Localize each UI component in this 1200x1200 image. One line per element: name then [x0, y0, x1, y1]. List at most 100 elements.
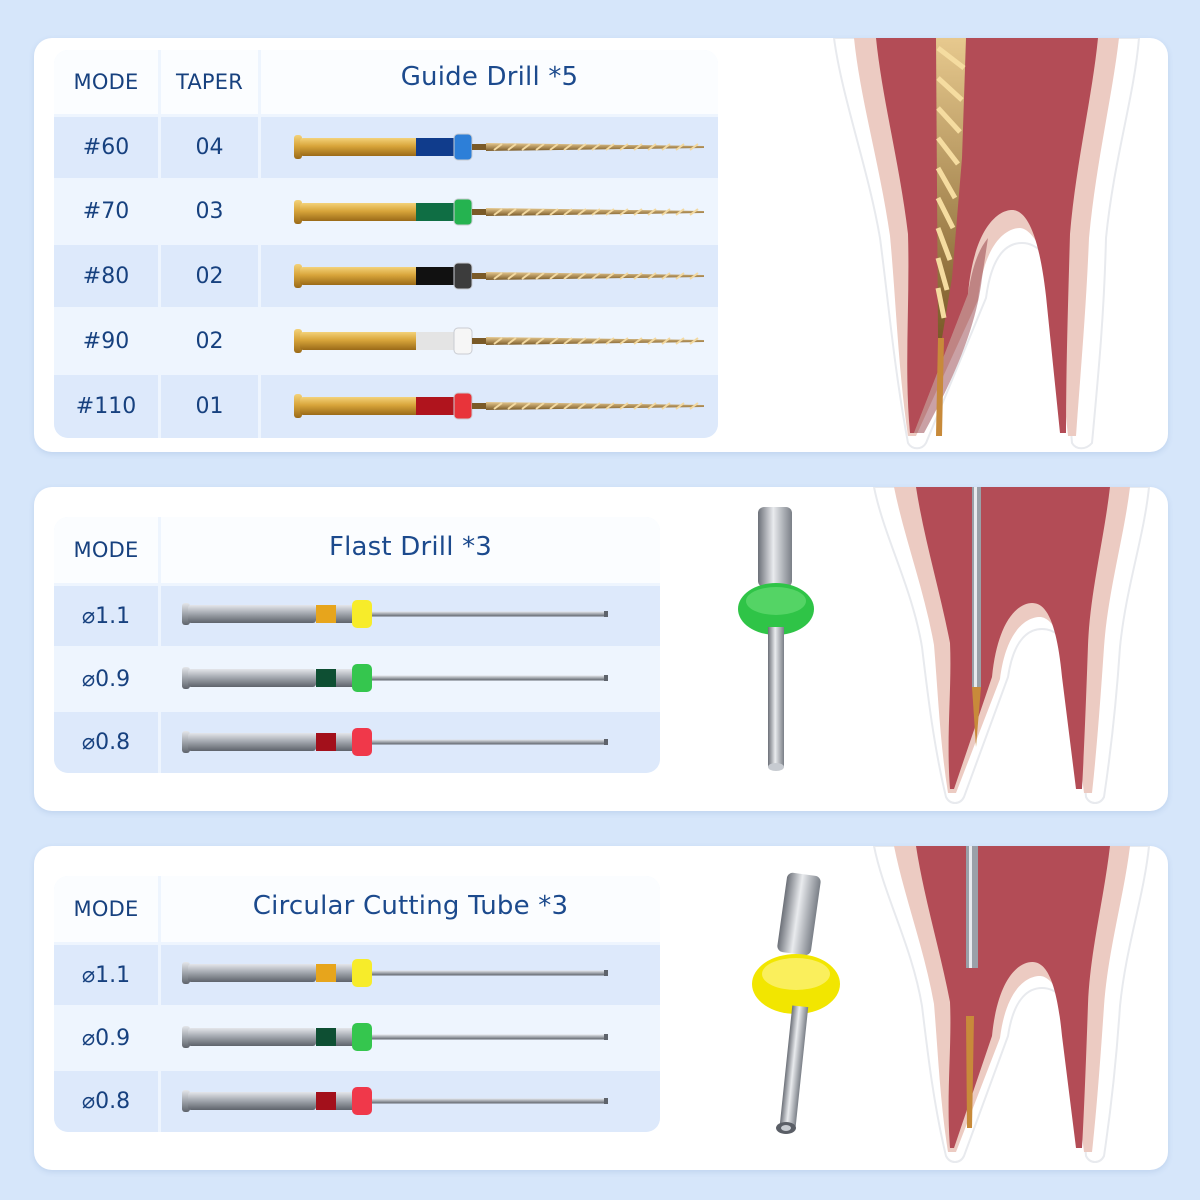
- file-flutes: [493, 272, 699, 280]
- taper-cell: 02: [161, 310, 258, 372]
- file-tip: [604, 1034, 608, 1040]
- mode-cell: ⌀0.8: [54, 1071, 158, 1132]
- file-handle: [300, 203, 420, 221]
- circular-cutting-tube-panel: MODE Circular Cutting Tube *3 ⌀1.1 ⌀0.9 …: [34, 846, 1168, 1170]
- mode-cell: ⌀0.9: [54, 1008, 158, 1068]
- file-tip: [604, 611, 608, 617]
- file-color-collar: [316, 1028, 336, 1046]
- flast-drill-title: Flast Drill *3: [161, 517, 660, 583]
- flast-drill-file: [182, 600, 608, 628]
- flast-drill-panel: MODE Flast Drill *3 ⌀1.1 ⌀0.9 ⌀0.8: [34, 487, 1168, 811]
- file-neck: [472, 403, 486, 409]
- mode-cell: ⌀1.1: [54, 945, 158, 1005]
- guide-drill-files: [294, 133, 704, 420]
- file-color-ring: [352, 1087, 372, 1115]
- mode-cell: #90: [54, 310, 158, 372]
- file-neck: [472, 273, 486, 279]
- guide-drill-title: Guide Drill *5: [261, 50, 718, 114]
- guide-drill-table: MODE TAPER Guide Drill *5 #60 04 #70 03 …: [54, 50, 718, 438]
- file-color-collar: [416, 267, 454, 285]
- mode-cell: ⌀0.9: [54, 649, 158, 709]
- guide-drill-file: [294, 327, 704, 355]
- file-flutes: [493, 337, 699, 345]
- flast-drill-closeup: [738, 507, 814, 771]
- flast-drill-file: [182, 664, 608, 692]
- file-color-collar: [316, 964, 336, 982]
- flast-drill-table: MODE Flast Drill *3 ⌀1.1 ⌀0.9 ⌀0.8: [54, 517, 660, 773]
- file-color-collar: [316, 733, 336, 751]
- cutting-tube-file: [182, 959, 608, 987]
- flast-drill-files: [182, 600, 608, 756]
- file-handle: [300, 138, 420, 156]
- file-shaft: [372, 1034, 608, 1040]
- file-shank: [336, 733, 352, 751]
- taper-cell: 04: [161, 117, 258, 178]
- file-color-ring: [453, 327, 473, 355]
- file-shank: [336, 669, 352, 687]
- file-color-ring: [453, 198, 473, 226]
- file-flutes: [493, 208, 699, 216]
- file-shaft: [372, 970, 608, 976]
- mode-header: MODE: [54, 876, 158, 942]
- file-shank: [336, 1028, 352, 1046]
- guide-drill-file: [294, 133, 704, 161]
- file-shaft: [372, 739, 608, 745]
- circular-cutting-tube-files: [182, 959, 608, 1115]
- file-handle: [188, 605, 316, 623]
- tooth-guide-drill-illustration: [832, 38, 1141, 450]
- file-color-collar: [316, 605, 336, 623]
- tooth-flast-drill-illustration: [872, 487, 1151, 804]
- file-neck: [472, 209, 486, 215]
- file-color-ring: [352, 728, 372, 756]
- cutting-tube-closeup: [752, 872, 840, 1134]
- file-shaft: [372, 675, 608, 681]
- file-color-collar: [416, 397, 454, 415]
- mode-cell: ⌀1.1: [54, 586, 158, 646]
- mode-cell: #110: [54, 375, 158, 438]
- file-shank: [336, 605, 352, 623]
- file-neck: [472, 144, 486, 150]
- file-shank: [336, 1092, 352, 1110]
- tooth-cutting-tube-illustration: [872, 846, 1151, 1163]
- file-color-collar: [416, 332, 454, 350]
- taper-cell: 02: [161, 245, 258, 307]
- file-handle: [188, 1092, 316, 1110]
- file-shaft: [372, 1098, 608, 1104]
- file-color-ring: [352, 664, 372, 692]
- file-color-ring: [453, 392, 473, 420]
- file-tip: [604, 739, 608, 745]
- mode-header: MODE: [54, 50, 158, 114]
- file-handle: [300, 267, 420, 285]
- mode-cell: #80: [54, 245, 158, 307]
- cutting-tube-file: [182, 1087, 608, 1115]
- file-flutes: [493, 402, 699, 410]
- file-neck: [472, 338, 486, 344]
- file-color-collar: [316, 1092, 336, 1110]
- guide-drill-file: [294, 392, 704, 420]
- file-handle: [188, 733, 316, 751]
- mode-cell: #60: [54, 117, 158, 178]
- file-color-ring: [453, 133, 473, 161]
- file-color-ring: [352, 1023, 372, 1051]
- file-color-ring: [453, 262, 473, 290]
- file-shaft: [372, 611, 608, 617]
- file-tip: [604, 970, 608, 976]
- guide-drill-file: [294, 262, 704, 290]
- mode-header: MODE: [54, 517, 158, 583]
- file-shank: [336, 964, 352, 982]
- file-color-ring: [352, 959, 372, 987]
- file-color-collar: [416, 203, 454, 221]
- guide-drill-file: [294, 198, 704, 226]
- file-handle: [188, 964, 316, 982]
- taper-cell: 01: [161, 375, 258, 438]
- file-flutes: [493, 143, 699, 151]
- file-color-collar: [316, 669, 336, 687]
- mode-cell: #70: [54, 181, 158, 242]
- file-handle: [188, 669, 316, 687]
- mode-cell: ⌀0.8: [54, 712, 158, 773]
- file-tip: [604, 675, 608, 681]
- file-handle: [300, 397, 420, 415]
- taper-header: TAPER: [161, 50, 258, 114]
- taper-cell: 03: [161, 181, 258, 242]
- circular-cutting-tube-title: Circular Cutting Tube *3: [161, 876, 660, 942]
